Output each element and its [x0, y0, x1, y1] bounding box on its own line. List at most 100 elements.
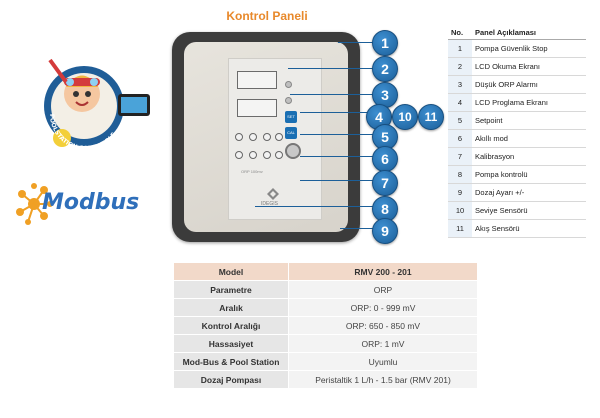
- panel-button-7[interactable]: [263, 151, 271, 159]
- lcd-programming-screen: [237, 99, 277, 117]
- spec-key: Hassasiyet: [173, 334, 289, 353]
- calibration-button[interactable]: CAL: [285, 127, 297, 139]
- legend-no: 10: [448, 201, 472, 220]
- legend-no: 7: [448, 147, 472, 166]
- callout-line-1: [338, 42, 374, 43]
- legend-no: 8: [448, 165, 472, 184]
- callout-2: 2: [372, 56, 398, 82]
- legend-desc: Akış Sensörü: [472, 219, 586, 238]
- panel-button-2[interactable]: [249, 133, 257, 141]
- panel-button-6[interactable]: [249, 151, 257, 159]
- panel-button-3[interactable]: [263, 133, 271, 141]
- spec-value: ORP: [288, 280, 478, 299]
- smart-mode-button[interactable]: SET: [285, 111, 297, 123]
- control-panel: SET CAL ORP 100mv IDEGIS: [228, 58, 322, 220]
- spec-key: Parametre: [173, 280, 289, 299]
- legend-desc: Kalibrasyon: [472, 147, 586, 166]
- setpoint-led: [285, 97, 292, 104]
- spec-value: Uyumlu: [288, 352, 478, 371]
- legend-no: 1: [448, 39, 472, 58]
- legend-header-no: No.: [448, 26, 472, 40]
- panel-button-8[interactable]: [275, 151, 283, 159]
- legend-no: 4: [448, 93, 472, 112]
- idegis-logo-icon: [267, 187, 279, 200]
- panel-button-1[interactable]: [235, 133, 243, 141]
- svg-text:POOLSTATION COMPATIBLE: POOLSTATION COMPATIBLE: [48, 114, 117, 152]
- legend-desc: LCD Proglama Ekranı: [472, 93, 586, 112]
- callout-line-3: [290, 94, 374, 95]
- callout-9: 9: [372, 218, 398, 244]
- modbus-molecule-icon: [16, 183, 53, 225]
- callout-line-4: [300, 112, 370, 113]
- legend-desc: Pompa kontrolü: [472, 165, 586, 184]
- legend-desc: Pompa Güvenlik Stop: [472, 39, 586, 58]
- callout-line-5: [300, 134, 374, 135]
- legend-no: 5: [448, 111, 472, 130]
- legend-desc: Setpoint: [472, 111, 586, 130]
- lcd-reading-screen: [237, 71, 277, 89]
- callout-5: 5: [372, 124, 398, 150]
- panel-button-5[interactable]: [235, 151, 243, 159]
- callout-8: 8: [372, 196, 398, 222]
- callout-line-9: [340, 228, 374, 229]
- callout-10: 10: [392, 104, 418, 130]
- callout-11: 11: [418, 104, 444, 130]
- spec-key: Dozaj Pompası: [173, 370, 289, 389]
- legend-header-desc: Panel Açıklaması: [472, 26, 586, 40]
- pump-control-knob[interactable]: [285, 143, 301, 159]
- spec-value: RMV 200 - 201: [288, 262, 478, 281]
- spec-key: Kontrol Aralığı: [173, 316, 289, 335]
- spec-key: Mod-Bus & Pool Station: [173, 352, 289, 371]
- legend-no: 2: [448, 57, 472, 76]
- panel-button-4[interactable]: [275, 133, 283, 141]
- legend-no: 9: [448, 183, 472, 202]
- page-title: Kontrol Paneli: [226, 9, 308, 23]
- callout-3: 3: [372, 82, 398, 108]
- legend-desc: LCD Okuma Ekranı: [472, 57, 586, 76]
- legend-desc: Akıllı mod: [472, 129, 586, 148]
- poolstation-badge-text: POOLSTATION COMPATIBLE: [48, 114, 117, 152]
- low-orp-alarm-led: [285, 81, 292, 88]
- legend-desc: Seviye Sensörü: [472, 201, 586, 220]
- callout-line-8: [255, 206, 374, 207]
- brand-label: IDEGIS: [261, 201, 278, 207]
- spec-key: Aralık: [173, 298, 289, 317]
- model-label: ORP 100mv: [241, 169, 263, 174]
- spec-value: ORP: 650 - 850 mV: [288, 316, 478, 335]
- spec-key: Model: [173, 262, 289, 281]
- callout-line-7: [300, 180, 374, 181]
- spec-value: ORP: 1 mV: [288, 334, 478, 353]
- legend-desc: Dozaj Ayarı +/-: [472, 183, 586, 202]
- callout-line-2: [288, 68, 374, 69]
- callout-6: 6: [372, 146, 398, 172]
- modbus-label: Modbus: [42, 190, 140, 215]
- spec-value: Peristaltik 1 L/h - 1.5 bar (RMV 201): [288, 370, 478, 389]
- poolstation-mascot: POOLSTATION COMPATIBLE: [36, 42, 162, 152]
- callout-1: 1: [372, 30, 398, 56]
- legend-no: 6: [448, 129, 472, 148]
- callout-line-6: [300, 156, 374, 157]
- legend-no: 11: [448, 219, 472, 238]
- legend-no: 3: [448, 75, 472, 94]
- modbus-logo: Modbus: [10, 180, 170, 228]
- legend-desc: Düşük ORP Alarmı: [472, 75, 586, 94]
